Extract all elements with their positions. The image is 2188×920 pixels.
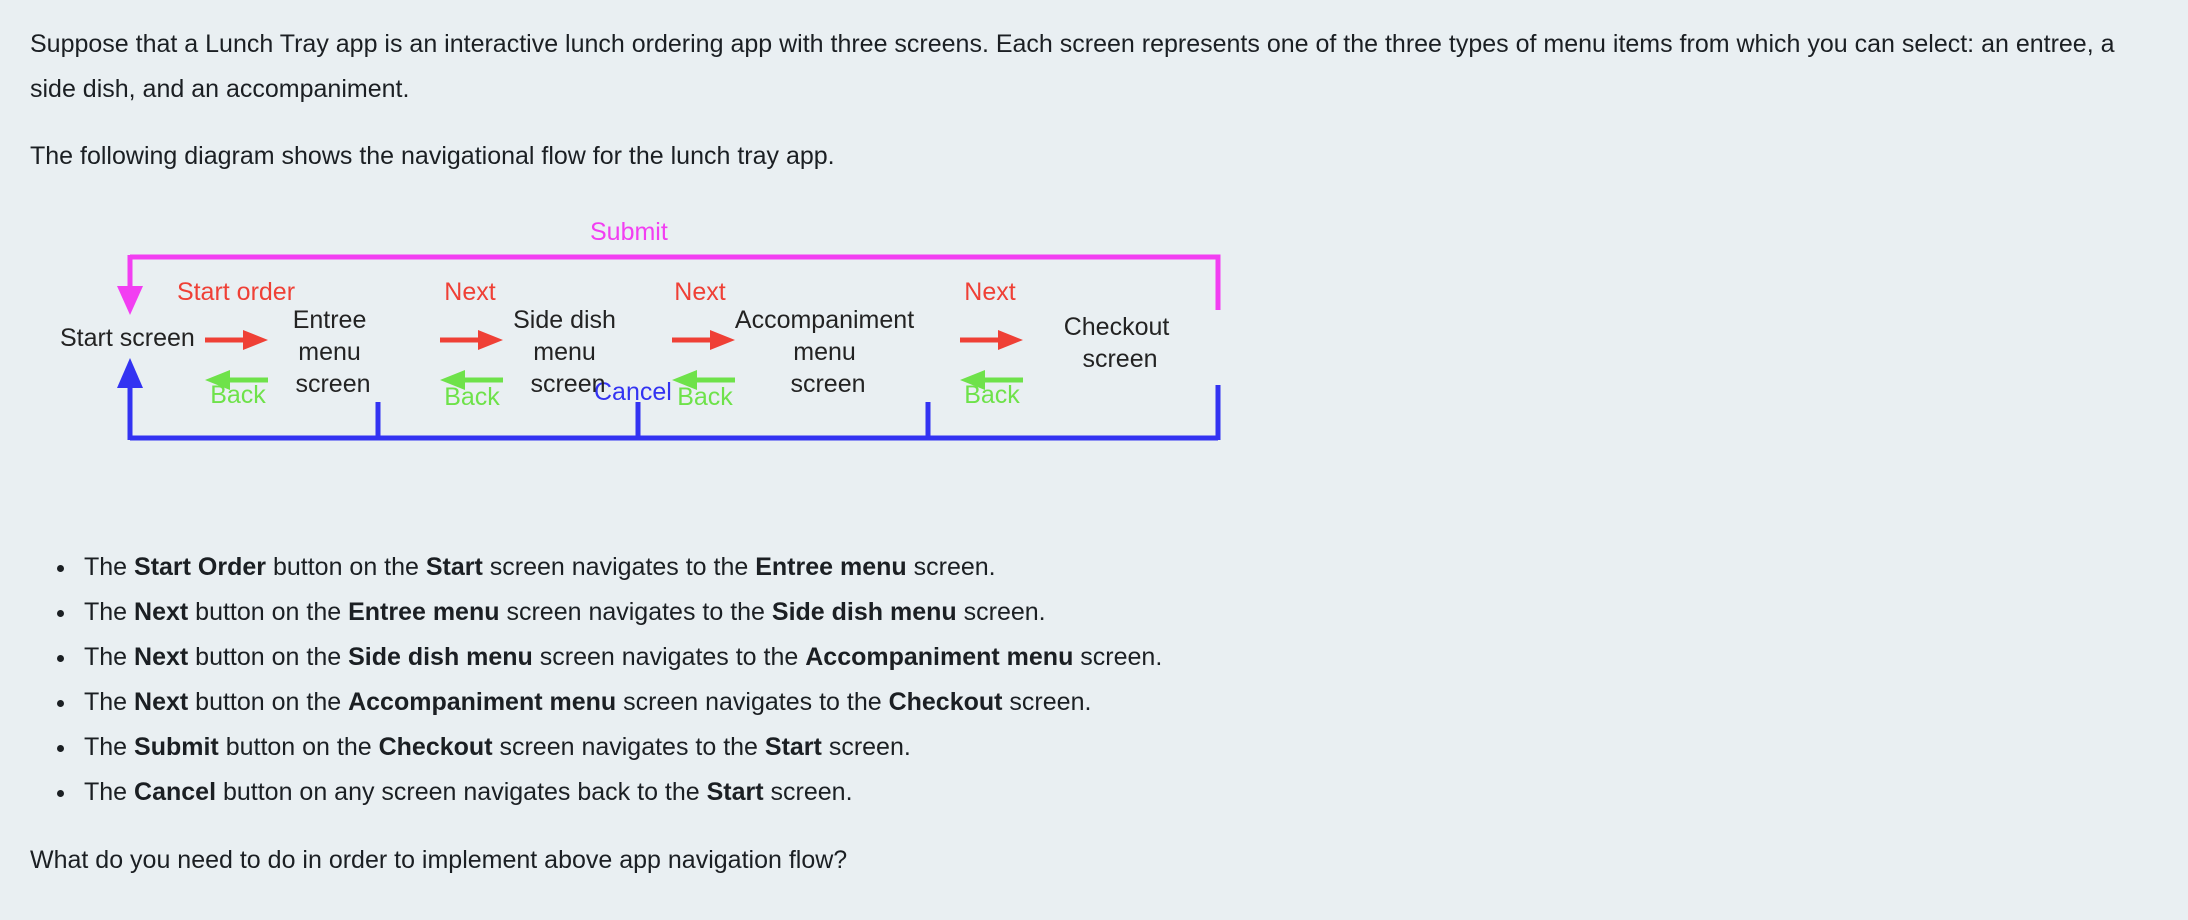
forward-arrow-side-dish-to-accompaniment bbox=[672, 330, 735, 350]
rule-text-1: The Next button on the Entree menu scree… bbox=[84, 598, 1046, 626]
intro-paragraph-2: The following diagram shows the navigati… bbox=[30, 142, 835, 170]
rule-text-3: The Next button on the Accompaniment men… bbox=[84, 688, 1092, 716]
cancel-arrowhead bbox=[117, 358, 143, 388]
node-entree-line-2: screen bbox=[295, 370, 370, 398]
back-arrow-accompaniment-to-side-dish bbox=[672, 370, 735, 390]
diagram-canvas: Submit Cancel Start screen bbox=[60, 218, 1221, 441]
intro-paragraph-1: Suppose that a Lunch Tray app is an inte… bbox=[30, 30, 2115, 103]
cancel-edge bbox=[117, 358, 1221, 441]
back-arrowhead-4 bbox=[960, 370, 985, 390]
submit-label: Submit bbox=[590, 218, 668, 246]
back-label-2: Back bbox=[444, 383, 500, 411]
node-entree-line-0: Entree bbox=[293, 306, 367, 334]
node-side-dish-menu-screen: Side dish menu screen bbox=[513, 306, 623, 398]
node-side-dish-line-1: menu bbox=[533, 338, 596, 366]
node-checkout-screen: Checkout screen bbox=[1064, 313, 1177, 373]
list-item: The Start Order button on the Start scre… bbox=[78, 545, 2188, 590]
back-arrowhead-3 bbox=[672, 370, 697, 390]
back-arrow-entree-to-start bbox=[205, 370, 268, 390]
back-arrowhead-2 bbox=[440, 370, 465, 390]
node-side-dish-line-2: screen bbox=[530, 370, 605, 398]
forward-arrow-start-to-entree bbox=[205, 330, 268, 350]
submit-edge bbox=[117, 254, 1221, 315]
cancel-label: Cancel bbox=[594, 378, 672, 406]
back-arrow-side-dish-to-entree bbox=[440, 370, 503, 390]
node-start-line-0: Start screen bbox=[60, 324, 195, 352]
node-accompaniment-line-0: Accompaniment bbox=[735, 306, 914, 334]
navigation-rules-list: The Start Order button on the Start scre… bbox=[30, 545, 2188, 815]
closing-question: What do you need to do in order to imple… bbox=[30, 846, 848, 874]
forward-label-start-order: Start order bbox=[177, 278, 295, 306]
rule-text-4: The Submit button on the Checkout screen… bbox=[84, 733, 911, 761]
node-accompaniment-line-2: screen bbox=[790, 370, 865, 398]
node-entree-line-1: menu bbox=[298, 338, 361, 366]
list-item: The Cancel button on any screen navigate… bbox=[78, 770, 2188, 815]
back-label-1: Back bbox=[210, 381, 266, 409]
node-checkout-line-1: screen bbox=[1082, 345, 1157, 373]
forward-arrow-entree-to-side-dish bbox=[440, 330, 503, 350]
back-label-3: Back bbox=[677, 383, 733, 411]
back-label-4: Back bbox=[964, 381, 1020, 409]
back-arrow-checkout-to-accompaniment bbox=[960, 370, 1023, 390]
node-entree-menu-screen: Entree menu screen bbox=[293, 306, 374, 398]
back-arrowhead-1 bbox=[205, 370, 230, 390]
node-side-dish-line-0: Side dish bbox=[513, 306, 616, 334]
forward-arrowhead-1 bbox=[243, 330, 268, 350]
submit-arrowhead bbox=[117, 286, 143, 315]
node-checkout-line-0: Checkout bbox=[1064, 313, 1170, 341]
node-accompaniment-menu-screen: Accompaniment menu screen bbox=[735, 306, 921, 398]
rule-text-0: The Start Order button on the Start scre… bbox=[84, 553, 996, 581]
forward-arrow-accompaniment-to-checkout bbox=[960, 330, 1023, 350]
node-accompaniment-line-1: menu bbox=[793, 338, 856, 366]
forward-arrowhead-2 bbox=[478, 330, 503, 350]
forward-label-next-2: Next bbox=[674, 278, 725, 306]
node-start-screen: Start screen bbox=[60, 324, 195, 352]
rule-text-2: The Next button on the Side dish menu sc… bbox=[84, 643, 1163, 671]
list-item: The Next button on the Side dish menu sc… bbox=[78, 635, 2188, 680]
intro-text: Suppose that a Lunch Tray app is an inte… bbox=[30, 22, 2140, 201]
forward-label-next-1: Next bbox=[444, 278, 495, 306]
forward-arrowhead-3 bbox=[710, 330, 735, 350]
list-item: The Submit button on the Checkout screen… bbox=[78, 725, 2188, 770]
forward-arrowhead-4 bbox=[998, 330, 1023, 350]
rule-text-5: The Cancel button on any screen navigate… bbox=[84, 778, 853, 806]
forward-label-next-3: Next bbox=[964, 278, 1015, 306]
list-item: The Next button on the Accompaniment men… bbox=[78, 680, 2188, 725]
list-item: The Next button on the Entree menu scree… bbox=[78, 590, 2188, 635]
navigation-flow-diagram: Submit Cancel Start screen bbox=[0, 190, 1400, 520]
